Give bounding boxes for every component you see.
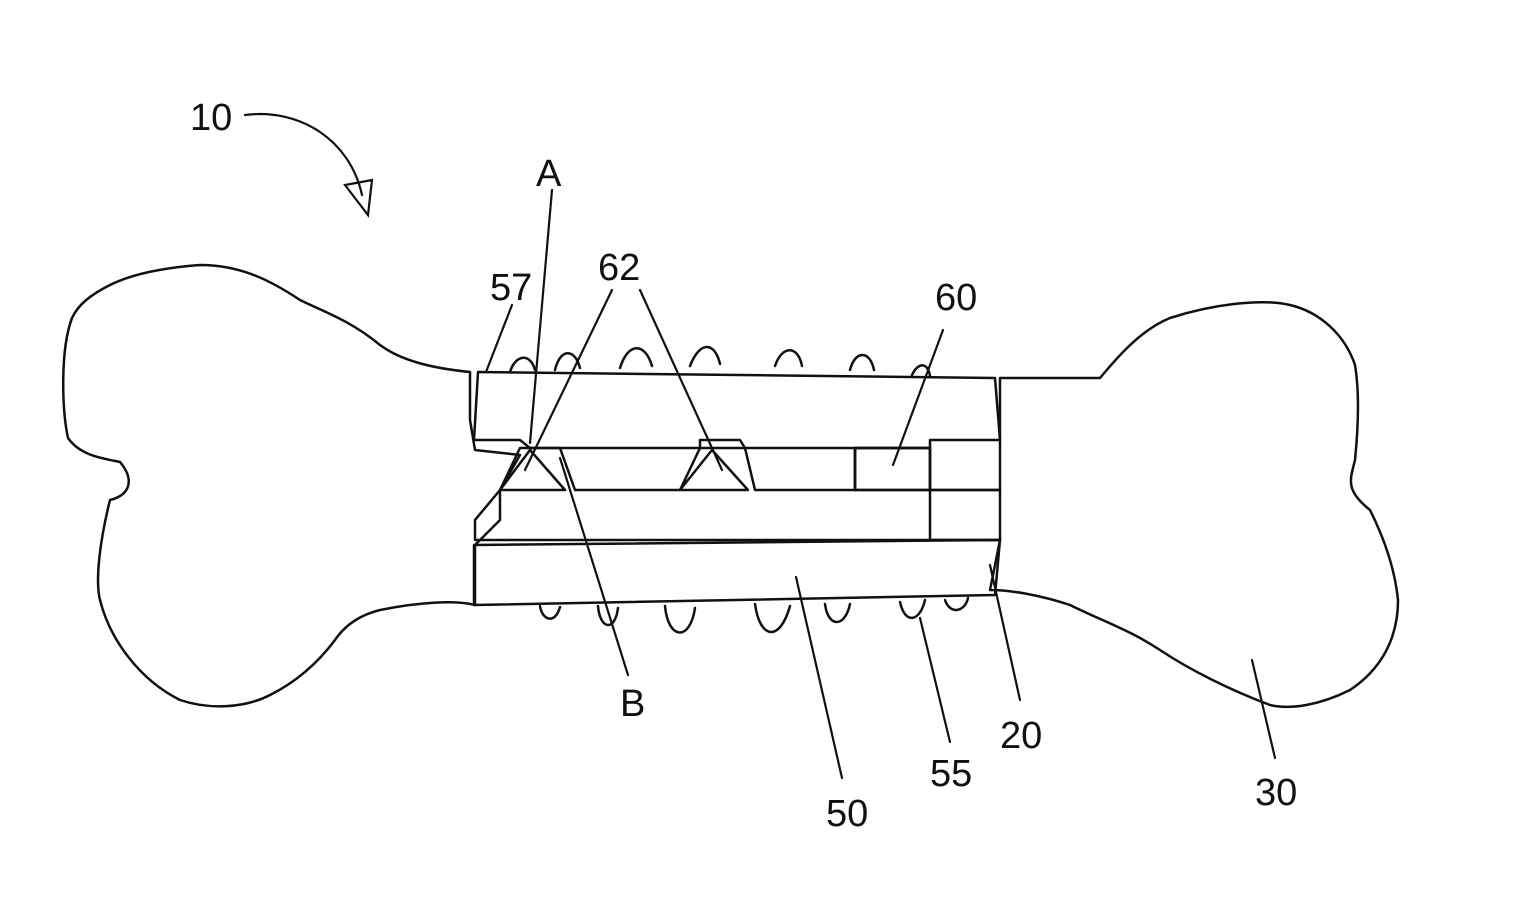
reference-labels: 10 A 57 62 60 B 50 55 20 30 [190,97,1297,835]
label-a: A [536,153,562,195]
label-55: 55 [930,753,972,795]
leader-62-left [525,290,612,470]
leader-lines [245,114,1275,778]
bone-center [475,448,1000,540]
implant-top [474,347,1000,490]
label-50: 50 [826,793,868,835]
label-62: 62 [598,247,640,289]
bone-left [63,265,520,706]
label-57: 57 [490,267,532,309]
leader-a [530,190,552,443]
leader-50 [796,577,842,778]
label-b: B [620,683,645,725]
label-10: 10 [190,97,232,139]
label-20: 20 [1000,715,1042,757]
label-30: 30 [1255,772,1297,814]
leader-57 [486,305,512,372]
leader-10-arrow [245,114,362,195]
leader-30 [1252,660,1275,758]
leader-20 [990,565,1020,700]
leader-60 [893,330,943,465]
leader-62-right [640,290,722,470]
leader-55 [920,618,950,742]
label-60: 60 [935,277,977,319]
